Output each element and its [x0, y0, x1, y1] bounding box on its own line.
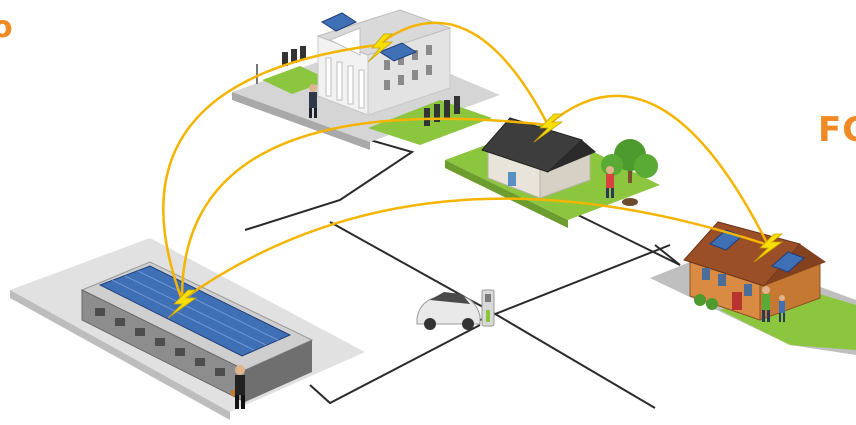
grid-line-main-diagonal	[479, 244, 671, 321]
grid-line-ev-down	[484, 307, 656, 409]
solar-panel-icon	[378, 42, 418, 62]
farm-roof-side	[548, 140, 596, 172]
person-icon	[762, 286, 770, 322]
gov-server-racks	[282, 46, 460, 126]
gov-ground-edge	[232, 92, 370, 150]
text-fragment-right: FC	[818, 110, 856, 150]
dog	[622, 198, 638, 206]
energy-arc-farm-house	[547, 94, 770, 246]
lightning-bolt-icon	[753, 233, 784, 263]
gov-lawn-left	[262, 66, 330, 94]
lightning-bolt-icon	[367, 33, 394, 63]
solar-panel-icon	[320, 12, 358, 32]
grid-line-farm-to-house	[577, 214, 681, 266]
house-door	[732, 292, 742, 310]
grid-line-warehouse-bottom	[309, 324, 481, 405]
farmhouse	[445, 117, 660, 228]
warehouse-ground-edge	[10, 290, 230, 420]
warehouse-side-wall	[245, 340, 312, 402]
energy-arcs	[162, 21, 770, 302]
energy-arc-gov-farm	[377, 21, 550, 126]
industrial-warehouse	[10, 238, 365, 420]
lightning-bolt-icon	[167, 289, 198, 319]
farm-door	[508, 172, 516, 186]
person-icon	[779, 295, 785, 322]
warehouse-windows	[95, 308, 225, 376]
farm-lawn-edge	[445, 160, 568, 228]
farm-trees	[601, 139, 658, 183]
solar-panel-grid	[111, 270, 279, 351]
person-icon	[231, 365, 245, 409]
house-bushes	[694, 294, 718, 310]
electric-car-icon	[416, 292, 481, 330]
government-building	[232, 9, 500, 150]
gov-windows	[384, 45, 432, 90]
person-icon	[606, 166, 614, 198]
energy-arc-farm-warehouse	[180, 117, 549, 301]
energy-arc-gov-warehouse	[162, 43, 379, 301]
solar-panel-icon	[771, 251, 805, 273]
bolts	[167, 33, 784, 319]
text-fragment-left: o	[0, 10, 13, 45]
ev-charging-station	[416, 289, 495, 330]
person-icon	[309, 84, 317, 118]
gov-columns	[325, 57, 365, 109]
suburban-house	[650, 221, 856, 355]
lightning-bolt-icon	[533, 113, 564, 143]
grid-lines	[244, 139, 681, 409]
house-windows	[702, 268, 752, 296]
lamp-post	[256, 64, 258, 84]
grid-line-gov-to-farm	[244, 139, 415, 231]
energy-arc-warehouse-house	[181, 197, 769, 302]
charging-station-icon	[481, 289, 495, 327]
